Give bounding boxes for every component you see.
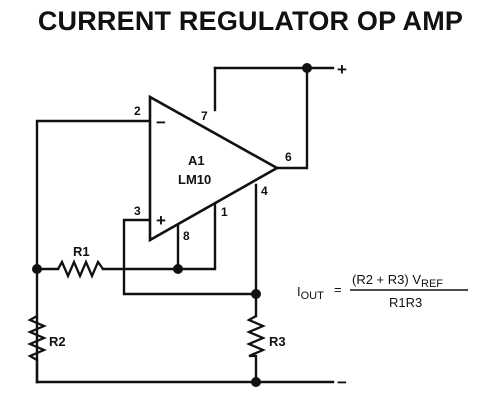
junction-dot-vminus <box>251 377 261 387</box>
resistor-r1 <box>57 259 104 279</box>
equation-lhs: IOUT <box>297 284 324 302</box>
equation-numerator: (R2 + R3) VREF <box>352 272 443 290</box>
junction-dot-pin8 <box>173 264 183 274</box>
pin-label-8: 8 <box>183 229 190 243</box>
r2-label: R2 <box>49 334 66 349</box>
inverting-sign: − <box>156 113 166 132</box>
pin-label-4: 4 <box>261 184 268 198</box>
diagram-title: CURRENT REGULATOR OP AMP <box>37 6 464 36</box>
supply-positive-label: + <box>337 60 347 79</box>
wire-pin2 <box>35 119 152 384</box>
equation-denominator: R1R3 <box>389 295 422 310</box>
equation-equals: = <box>334 282 342 297</box>
junction-dot-r1-left <box>32 264 42 274</box>
equation-numerator-main: (R2 + R3) V <box>352 272 421 287</box>
opamp-name: A1 <box>188 153 205 168</box>
wire-pin1 <box>176 203 217 271</box>
opamp-triangle <box>148 94 280 243</box>
wire-output-feed <box>275 66 309 170</box>
pin-label-7: 7 <box>201 109 208 123</box>
equation-lhs-sub: OUT <box>301 290 325 302</box>
r1-label: R1 <box>73 244 90 259</box>
pin-label-1: 1 <box>221 205 228 219</box>
resistor-r2 <box>27 315 47 361</box>
current-equation: IOUT = (R2 + R3) VREF R1R3 <box>297 272 468 310</box>
equation-numerator-sub: REF <box>421 278 443 290</box>
junction-dot-pin4 <box>251 289 261 299</box>
pin-label-6: 6 <box>285 150 292 164</box>
r3-label: R3 <box>269 334 286 349</box>
opamp-part: LM10 <box>178 172 211 187</box>
equation-lhs-main: I <box>297 284 301 299</box>
junction-dot-vplus <box>302 63 312 73</box>
resistor-r3 <box>246 315 266 358</box>
noninverting-sign: + <box>156 211 166 230</box>
supply-negative-label: − <box>337 373 347 392</box>
wire-pin3 <box>122 218 258 296</box>
pin-label-3: 3 <box>134 204 141 218</box>
pin-label-2: 2 <box>134 104 141 118</box>
